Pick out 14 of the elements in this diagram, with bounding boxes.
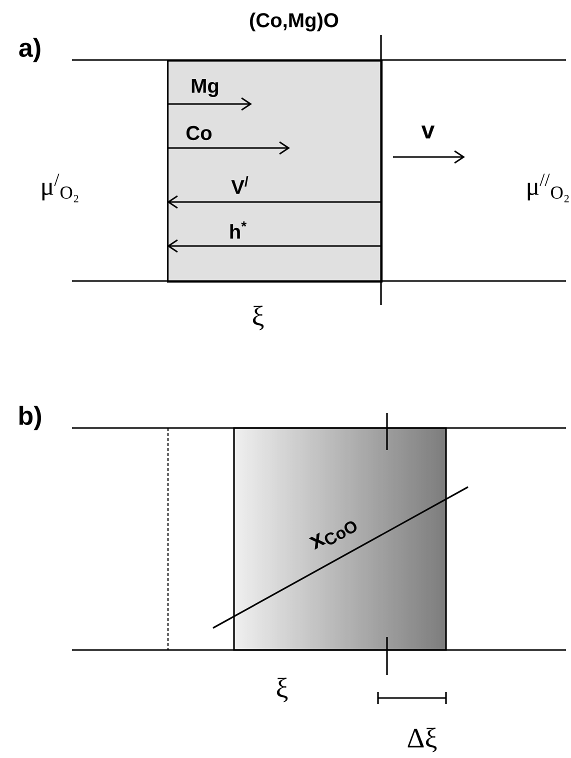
flux-label: Mg (192, 79, 218, 97)
coordinate-label: ξ (276, 678, 288, 702)
dimension-label: Δξ (408, 728, 437, 752)
node-label: (Co,Mg)O (250, 12, 338, 32)
potential-label: μ$^{//}$O₂ (528, 174, 569, 202)
gradient-layer-box (233, 427, 447, 651)
potential-label: μ$^{/}$O₂ (42, 174, 78, 202)
flux-label: V$^{/}$ (231, 176, 248, 194)
composition-label: x$_{CoO}$ (308, 521, 357, 550)
flux-label: h$^{*}$ (230, 221, 247, 239)
flux-label: Co (186, 126, 212, 140)
panel-label: b) (19, 406, 41, 430)
velocity-label: v (421, 126, 435, 138)
panel-label: a) (19, 38, 40, 62)
